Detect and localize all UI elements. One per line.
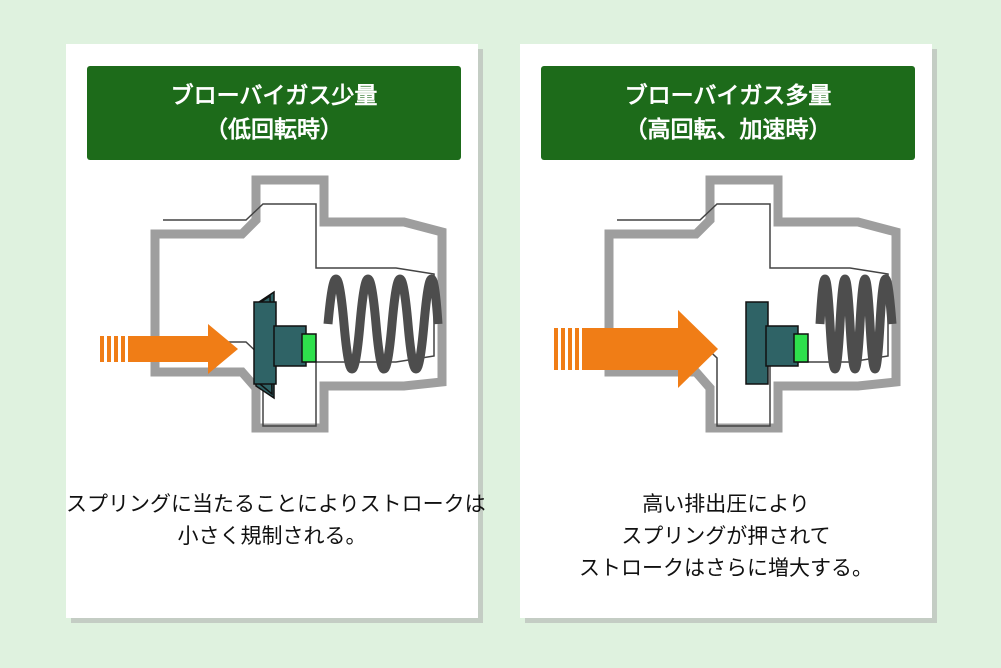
valve-housing [150, 175, 447, 433]
valve-plunger-body [253, 301, 277, 385]
caption-line: ストロークはさらに増大する。 [579, 556, 873, 580]
panel-subtitle: （低回転時） [205, 117, 343, 143]
panel-high-blowby: ブローバイガス多量 （高回転、加速時） 高い排出圧により スプリングが押されて … [520, 44, 932, 618]
caption-line: 小さく規制される。 [177, 524, 367, 548]
gas-flow-arrow [554, 310, 718, 388]
caption-line: 高い排出圧により [642, 492, 810, 516]
spring [815, 274, 897, 374]
pcv-valve-diagram [100, 175, 447, 433]
valve-plunger-body [745, 301, 769, 385]
caption-line: スプリングが押されて [621, 524, 831, 548]
panel-caption: スプリングに当たることによりストロークは 小さく規制される。 [66, 488, 486, 552]
pcv-valve-diagram [554, 175, 901, 433]
spring [323, 274, 443, 374]
valve-seat [301, 333, 317, 363]
gas-flow-arrow [100, 324, 238, 374]
panel-low-blowby: ブローバイガス少量 （低回転時） スプリングに当たることによりストロークは 小さ… [66, 44, 486, 618]
panel-header: ブローバイガス少量 （低回転時） [87, 66, 461, 160]
caption-line: スプリングに当たることによりストロークは [66, 492, 486, 516]
panel-title: ブローバイガス少量 [170, 83, 378, 109]
valve-seat [793, 333, 809, 363]
panel-subtitle: （高回転、加速時） [624, 117, 832, 143]
panel-header: ブローバイガス多量 （高回転、加速時） [541, 66, 915, 160]
panel-title: ブローバイガス多量 [624, 83, 832, 109]
panel-caption: 高い排出圧により スプリングが押されて ストロークはさらに増大する。 [520, 488, 932, 584]
